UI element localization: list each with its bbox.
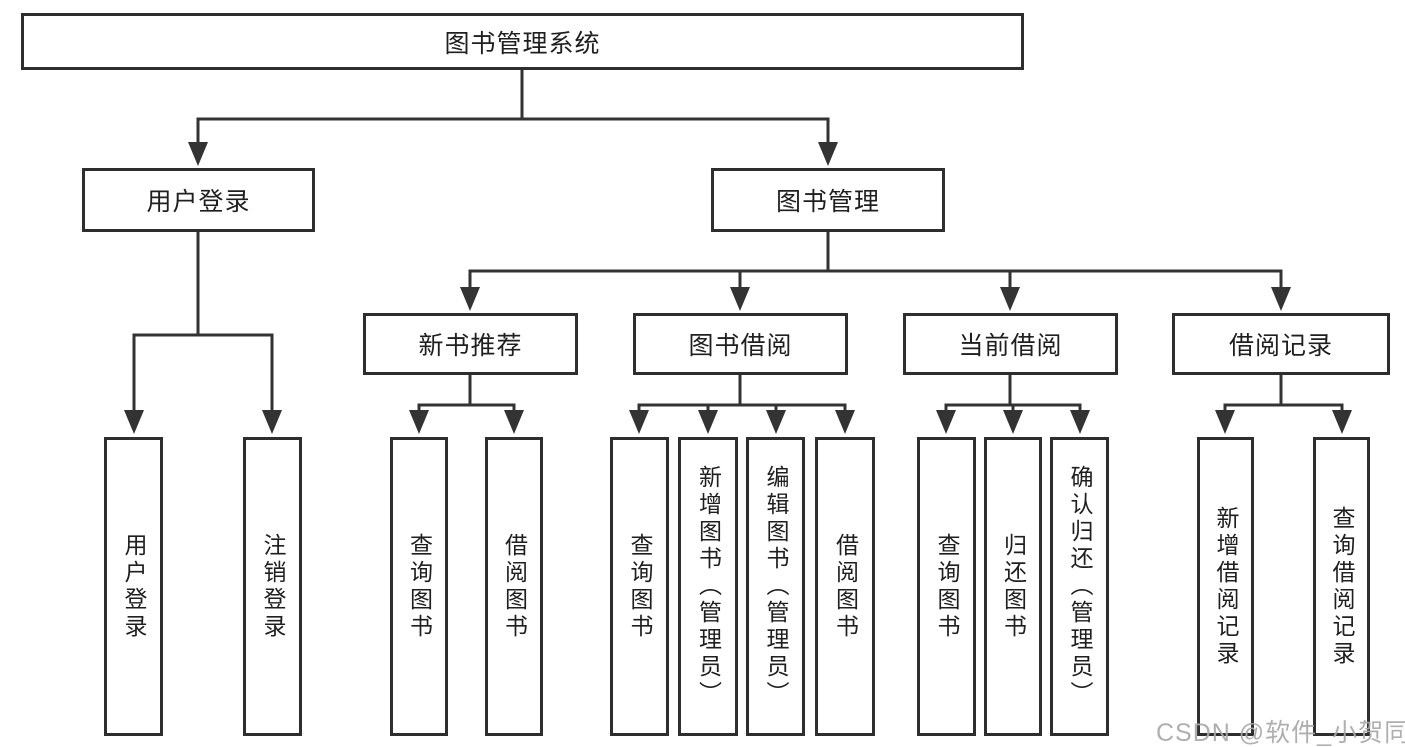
node-user-login: 用户登录 <box>82 168 315 232</box>
node-book-borrowing: 图书借阅 <box>633 313 848 375</box>
csdn-watermark: CSDN @软件_小贺同学 <box>1156 719 1405 747</box>
node-new-book-recommendation: 新书推荐 <box>363 313 578 375</box>
leaf-add-books-admin: 新增图书（管理员） <box>678 437 738 736</box>
leaf-return-books: 归还图书 <box>984 437 1042 736</box>
leaf-logout: 注销登录 <box>243 437 302 736</box>
leaf-query-books-borrowing: 查询图书 <box>610 437 669 736</box>
node-current-borrowing: 当前借阅 <box>903 313 1118 375</box>
leaf-query-borrow-record: 查询借阅记录 <box>1313 437 1370 736</box>
arrowheads <box>124 142 1352 434</box>
leaf-confirm-return-admin: 确认归还（管理员） <box>1050 437 1109 736</box>
leaf-borrow-books-recommend: 借阅图书 <box>485 437 543 736</box>
leaf-query-books-recommend: 查询图书 <box>390 437 448 736</box>
node-root-library-system: 图书管理系统 <box>21 13 1024 70</box>
node-borrowing-records: 借阅记录 <box>1172 313 1390 375</box>
leaf-add-borrow-record: 新增借阅记录 <box>1197 437 1254 736</box>
leaf-borrow-books-borrowing: 借阅图书 <box>815 437 875 736</box>
leaf-query-books-current: 查询图书 <box>917 437 976 736</box>
node-book-management: 图书管理 <box>711 168 945 232</box>
leaf-user-login: 用户登录 <box>104 437 163 736</box>
leaf-edit-books-admin: 编辑图书（管理员） <box>746 437 805 736</box>
